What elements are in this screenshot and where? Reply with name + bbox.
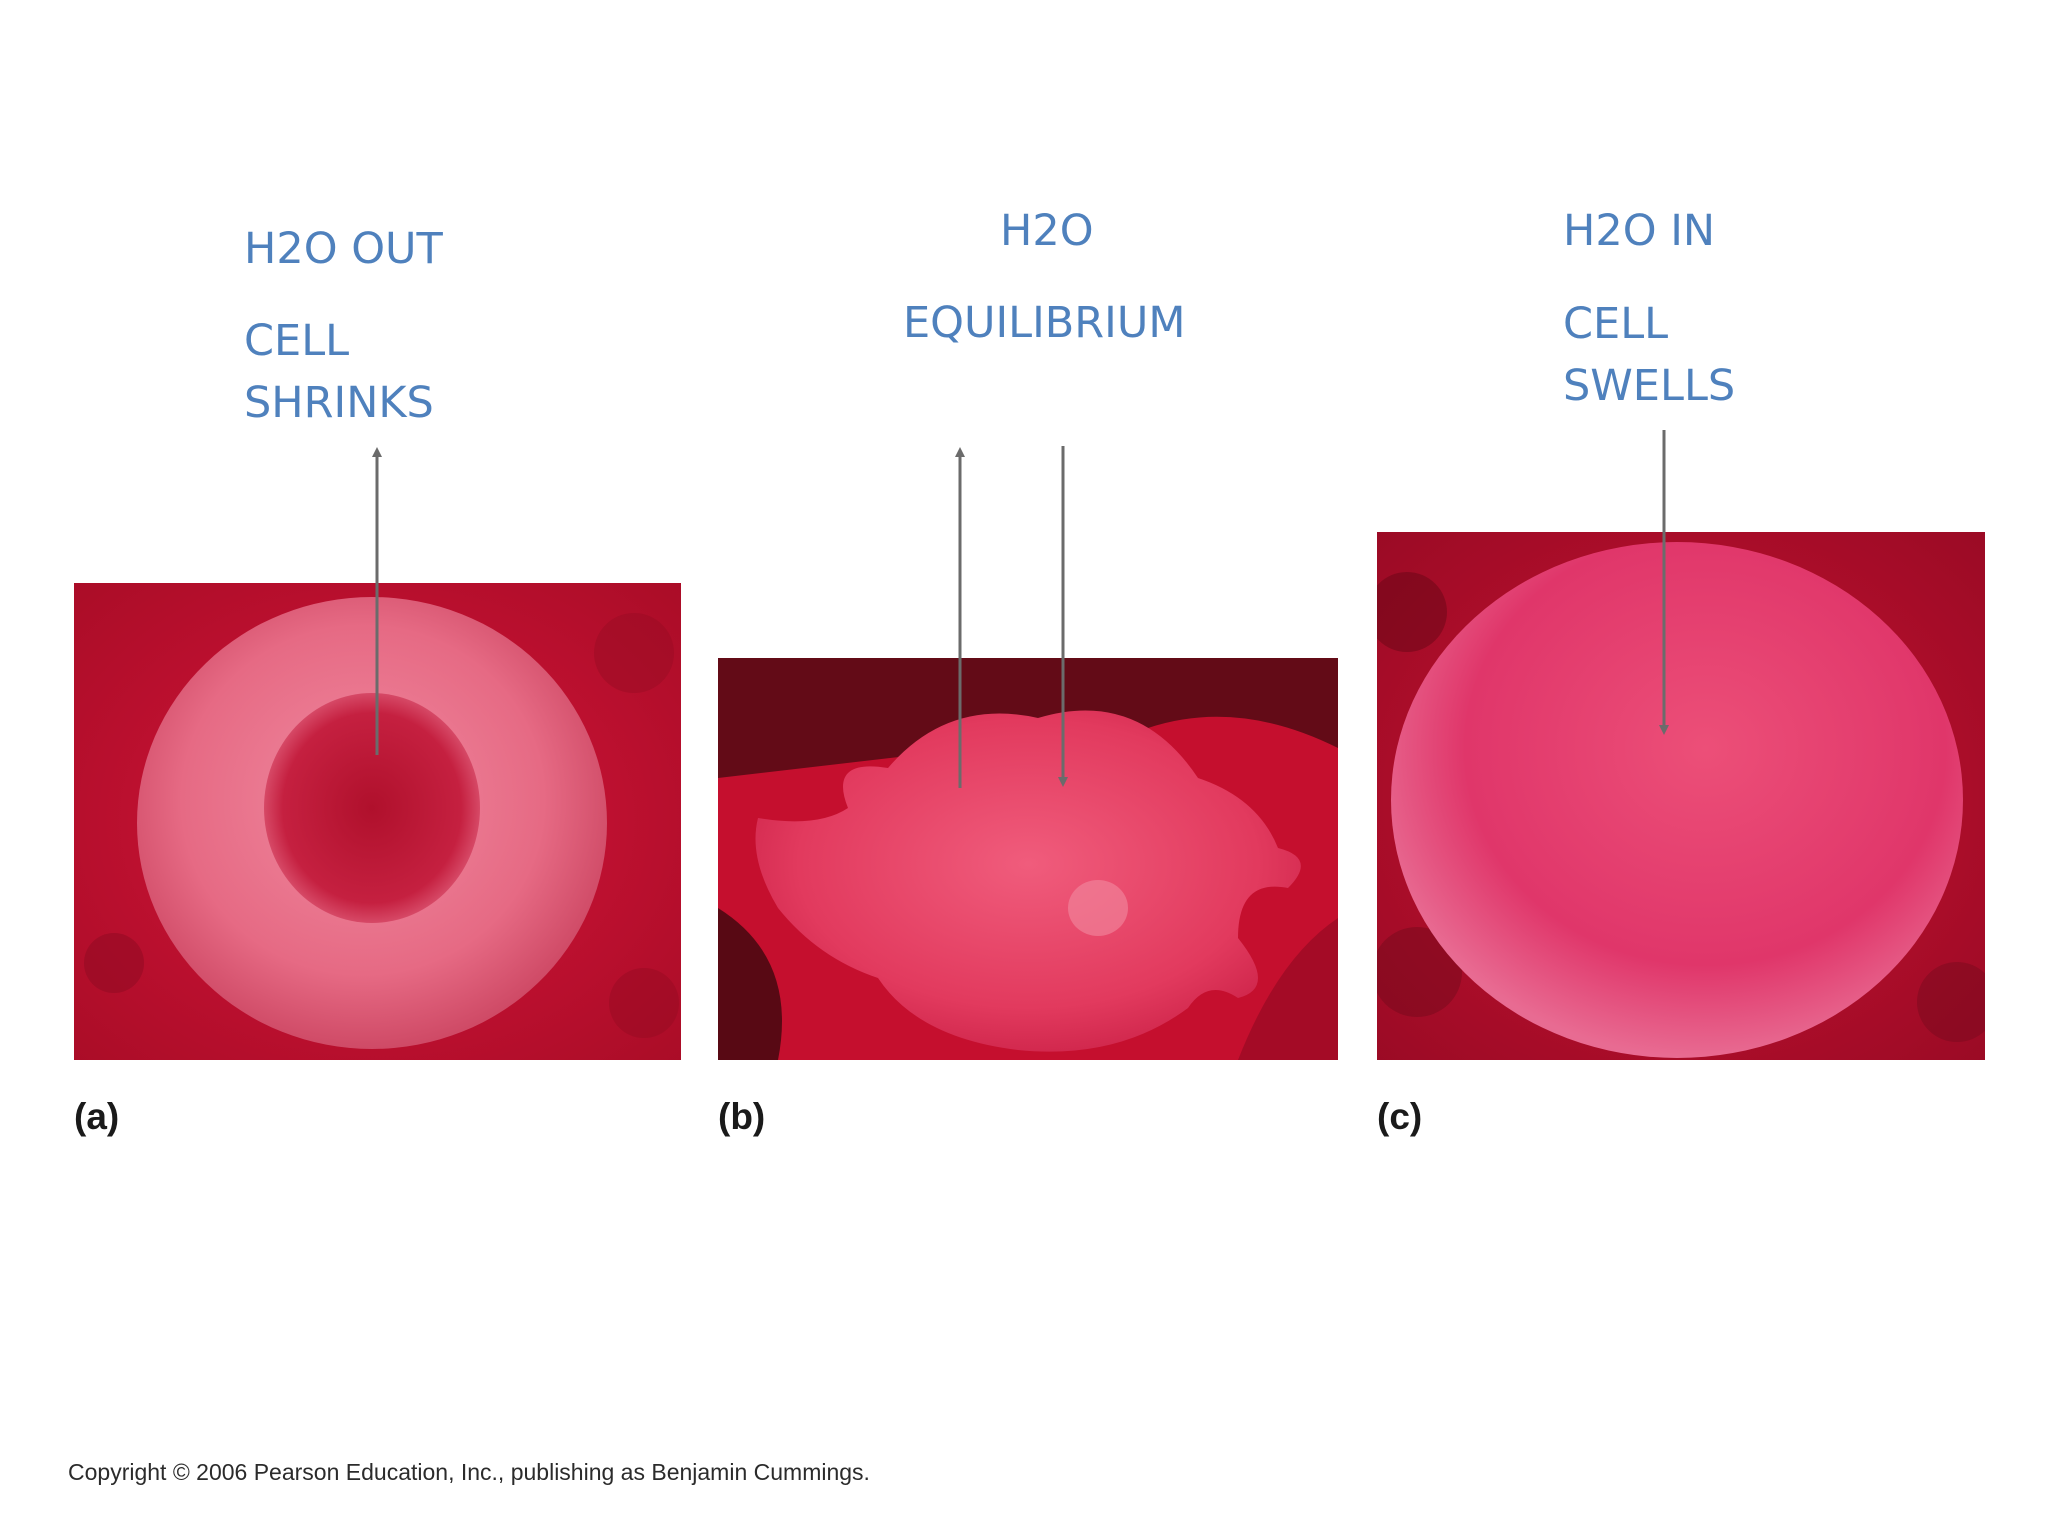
label-h2o-out: H2O OUT [244, 224, 443, 274]
red-blood-cell-equilibrium-image [718, 658, 1338, 1060]
label-cell-shrinks: CELL SHRINKS [244, 316, 434, 428]
panel-letter-b: (b) [718, 1096, 766, 1137]
label-h2o: H2O [1000, 206, 1094, 256]
micrograph-panel-c [1377, 532, 1985, 1060]
micrograph-panel-b [718, 658, 1338, 1060]
red-blood-cell-swollen-image [1377, 532, 1985, 1060]
label-h2o-in: H2O IN [1563, 206, 1716, 256]
panel-letter-c: (c) [1377, 1096, 1423, 1137]
red-blood-cell-shrunk-image [74, 583, 681, 1060]
copyright-text: Copyright © 2006 Pearson Education, Inc.… [68, 1459, 870, 1485]
label-equilibrium: EQUILIBRIUM [903, 298, 1186, 348]
label-cell-swells: CELL SWELLS [1563, 299, 1736, 411]
panel-letter-a: (a) [74, 1096, 120, 1137]
micrograph-panel-a [74, 583, 681, 1060]
